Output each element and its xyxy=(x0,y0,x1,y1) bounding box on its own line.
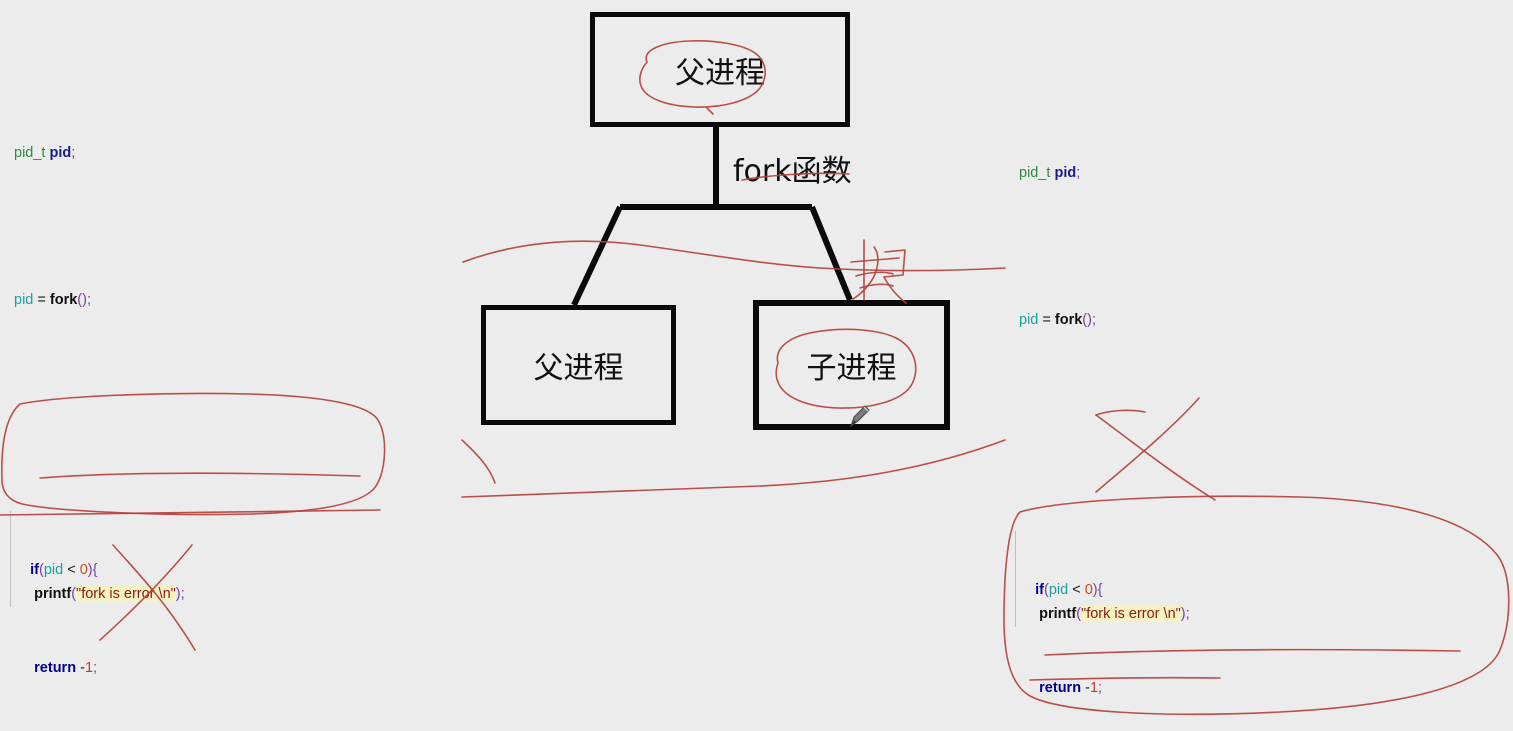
code-token: 1 xyxy=(84,659,94,676)
code-token: pid xyxy=(14,292,34,308)
code-token: = xyxy=(1042,312,1051,328)
code-token: return xyxy=(34,659,77,676)
code-line: printf("fork is error \n"); xyxy=(1019,602,1450,627)
code-token xyxy=(14,586,34,602)
code-blank xyxy=(14,362,445,387)
code-token: ; xyxy=(93,659,98,676)
diagram-box-label: 子进程 xyxy=(806,351,897,386)
code-blank xyxy=(14,435,445,460)
code-token: if xyxy=(1035,581,1044,598)
code-token: ); xyxy=(175,586,185,602)
code-pane-right[interactable]: pid_t pid; pid = fork(); if(pid < 0){ pr… xyxy=(1015,112,1450,731)
ink-stroke-below-box xyxy=(461,439,496,484)
code-token: ); xyxy=(1180,606,1190,622)
code-token: ; xyxy=(1098,679,1103,696)
code-token: return xyxy=(1039,679,1082,696)
code-token: printf xyxy=(1039,606,1077,622)
code-token: fork xyxy=(49,292,78,308)
diagram-box-parent-top: 父进程 xyxy=(590,12,850,127)
code-token: 0 xyxy=(79,561,88,578)
code-line: pid = fork(); xyxy=(1019,308,1450,333)
code-line: printf("fork is error \n"); xyxy=(14,582,445,607)
code-line: pid_t pid; xyxy=(1019,161,1450,186)
code-token: 0 xyxy=(1084,581,1093,598)
code-token xyxy=(1019,606,1039,622)
code-token: fork xyxy=(1054,312,1083,328)
code-line: return -1; xyxy=(14,656,445,681)
code-blank xyxy=(1019,455,1450,480)
ink-sweep-top xyxy=(462,240,1006,272)
code-token: = xyxy=(37,292,46,308)
indent-guide xyxy=(1015,530,1016,627)
code-token: ; xyxy=(1076,165,1081,181)
code-token: ){ xyxy=(1092,581,1103,598)
code-token: "fork is error \n" xyxy=(1081,606,1181,622)
code-blank xyxy=(1019,235,1450,260)
code-token: pid_t xyxy=(1019,165,1051,181)
fork-function-label: fork函数 xyxy=(733,154,852,189)
code-line: pid = fork(); xyxy=(14,288,445,313)
code-line: if(pid < 0){ xyxy=(1015,529,1450,627)
code-pane-left[interactable]: pid_t pid; pid = fork(); if(pid < 0){ pr… xyxy=(10,92,445,731)
diagram-box-parent-bottom: 父进程 xyxy=(481,305,676,425)
diagram-box-child-bottom: 子进程 xyxy=(753,300,950,430)
code-token: (); xyxy=(77,292,91,308)
code-token: pid xyxy=(1054,165,1077,181)
code-line: return -1; xyxy=(1019,676,1450,701)
code-token: printf xyxy=(34,586,72,602)
code-token: pid xyxy=(1048,581,1069,598)
code-token: ( xyxy=(71,586,77,602)
code-token: "fork is error \n" xyxy=(76,586,176,602)
connector-left-branch xyxy=(571,205,623,307)
code-token: < xyxy=(63,561,80,578)
connector-right-branch xyxy=(809,205,853,302)
diagram-box-label: 父进程 xyxy=(675,55,765,91)
code-token: pid xyxy=(49,145,72,161)
code-line: pid_t pid; xyxy=(14,141,445,166)
code-token: ){ xyxy=(87,561,98,578)
code-token: pid xyxy=(43,561,64,578)
code-line: if(pid < 0){ xyxy=(10,509,445,607)
code-blank xyxy=(14,215,445,240)
code-token: - xyxy=(80,659,85,676)
ink-sweep-mid xyxy=(461,439,1006,498)
code-token: pid xyxy=(1019,312,1039,328)
code-token xyxy=(1019,680,1039,696)
diagram-box-label: 父进程 xyxy=(533,351,624,386)
code-token: 1 xyxy=(1089,679,1099,696)
ink-handwritten-copy xyxy=(850,239,907,304)
code-token: (); xyxy=(1082,312,1096,328)
indent-guide xyxy=(10,510,11,607)
code-token: ; xyxy=(71,145,76,161)
code-token: ( xyxy=(38,561,44,578)
code-token xyxy=(14,660,34,676)
code-token: if xyxy=(30,561,39,578)
code-blank xyxy=(1019,382,1450,407)
code-token: < xyxy=(1068,581,1085,598)
code-token: pid_t xyxy=(14,145,46,161)
